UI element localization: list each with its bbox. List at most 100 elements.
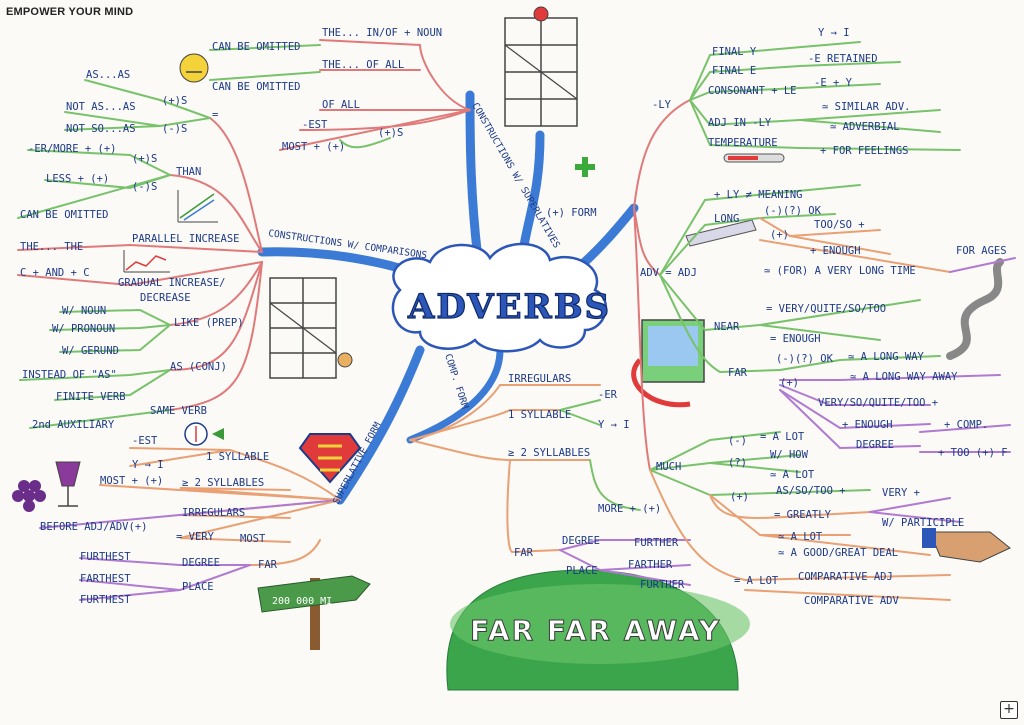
label-more-plus: MORE + (+) [598,503,661,515]
label-not-as-as: NOT AS...AS [66,101,136,113]
label-as-so-too: AS/SO/TOO + [776,485,846,497]
label-plus-s-3: (+)S [132,153,157,165]
label-y-i-2: Y → I [598,419,630,431]
label-far-3: FAR [728,367,748,379]
label-second-auxiliary: 2nd AUXILIARY [32,419,115,431]
label-er-more: -ER/MORE + (+) [28,143,117,155]
label-for-ages: FOR AGES [956,245,1007,257]
label-est-2: -EST [132,435,158,447]
label-ly: -LY [652,99,672,111]
label-most-plus: MOST + (+) [282,141,345,153]
expand-button[interactable]: + [1000,701,1018,719]
label-temperature: TEMPERATURE [708,137,778,149]
label-w-pronoun: W/ PRONOUN [52,323,115,335]
label-degree-1: DEGREE [182,557,220,569]
label-of-all: OF ALL [322,99,360,111]
label-comparative-adj: COMPARATIVE ADJ [798,571,893,583]
smoke-trail-icon [946,258,1004,360]
central-cloud [391,242,607,353]
label-finite-verb: FINITE VERB [56,391,126,403]
label-most-plus-2: MOST + (+) [100,475,163,487]
label-adj-in-ly: ADJ IN -LY [708,117,772,129]
label-a-lot-4: = A LOT [734,575,779,587]
label-a-long-way-away: ≃ A LONG WAY AWAY [850,371,958,383]
label-very: = VERY [176,531,215,543]
label-far-1: FAR [258,559,278,571]
label-final-y: FINAL Y [712,46,757,58]
label-a-lot-2: ≃ A LOT [770,469,815,481]
label-can-be-omitted-2: CAN BE OMITTED [212,81,301,93]
label-far-plus: (+) [780,377,799,389]
label-est: -EST [302,119,328,131]
label-farther: FARTHER [628,559,673,571]
label-enough-2: = ENOUGH [770,333,821,345]
label-enough-1: + ENOUGH [810,245,861,257]
smiley-icon [179,53,209,83]
label-very-quite-so-too-1: = VERY/QUITE/SO/TOO [766,303,886,315]
label-as-conj: AS (CONJ) [170,361,227,373]
label-degree-3: DEGREE [856,439,894,451]
label-one-syllable-1: 1 SYLLABLE [206,451,269,463]
label-furthest-2: FURTHEST [80,594,131,606]
label-near: NEAR [714,321,740,333]
chart-increase-icon [177,190,218,223]
plus-icon [575,157,595,177]
label-parallel-increase: PARALLEL INCREASE [132,233,239,245]
far-far-away-hill [446,569,750,691]
label-long-plus: (+) [770,229,789,241]
plus-square-icon: + [1003,701,1015,717]
center-title: ADVERBS [407,287,611,327]
label-furthest-1: FURTHEST [80,551,131,563]
thermometer-icon [723,153,785,163]
label-place-2: PLACE [566,565,598,577]
chart-gradual-icon [123,250,170,273]
label-plus-form: (+) FORM [546,207,597,219]
label-farthest: FARTHEST [80,573,131,585]
label-the-in-of-noun: THE... IN/OF + NOUN [322,27,442,39]
label-can-be-omitted-3: CAN BE OMITTED [20,209,109,221]
label-same-verb: SAME VERB [150,405,207,417]
scaffold-top-illustration [504,6,578,127]
label-consonant-le: CONSONANT + LE [708,85,797,97]
superman-icon [298,433,362,484]
label-much-plus: (+) [730,491,749,503]
label-equals: = [212,109,218,121]
label-a-lot-3: ≃ A LOT [778,531,823,543]
brand-logo-text: EMPOWER YOUR MIND [6,6,134,18]
signpost-icon: 200 000 MI [257,575,371,650]
label-long: LONG [714,213,739,225]
label-minus-s-2: (-)S [132,181,157,193]
label-for-a-very-long-time: ≃ (FOR) A VERY LONG TIME [764,265,916,277]
wine-grapes-icon [12,461,81,512]
label-further-1: FURTHER [634,537,679,549]
label-c-and-c: C + AND + C [20,267,90,279]
label-enough-3: + ENOUGH [842,419,893,431]
label-plus-s-1: (+)S [378,127,403,139]
label-like-prep: LIKE (PREP) [174,317,244,329]
label-as-as: AS...AS [86,69,130,81]
label-w-noun: W/ NOUN [62,305,106,317]
label-much-q: (?) [728,457,747,469]
label-a-lot-1: = A LOT [760,431,805,443]
label-much: MUCH [656,461,681,473]
label-greatly: = GREATLY [774,509,832,521]
label-the-the: THE... THE [20,241,83,253]
label-w-participle: W/ PARTICIPLE [882,517,964,529]
label-long-minus-q-ok: (-)(?) OK [764,205,822,217]
label-minus-s-1: (-)S [162,123,187,135]
sign-distance: 200 000 MI [272,596,332,607]
label-the-of-all: THE... OF ALL [322,59,404,71]
label-before-adj: BEFORE ADJ/ADV(+) [40,521,147,533]
label-decrease: DECREASE [140,292,191,304]
label-y-i-1: Y → I [132,459,164,471]
handshake-icon [922,528,1011,563]
label-final-e: FINAL E [712,65,756,77]
label-y-i-3: Y → I [818,27,850,39]
label-plus-s-2: (+)S [162,95,187,107]
scaffold-left-illustration [269,277,353,379]
label-very-so-quite-too-2: VERY/SO/QUITE/TOO + [818,397,938,409]
label-good-great-deal: ≃ A GOOD/GREAT DEAL [778,547,898,559]
label-constructions-superlatives: CONSTRUCTIONS W/ SUPERLATIVES [469,101,562,250]
